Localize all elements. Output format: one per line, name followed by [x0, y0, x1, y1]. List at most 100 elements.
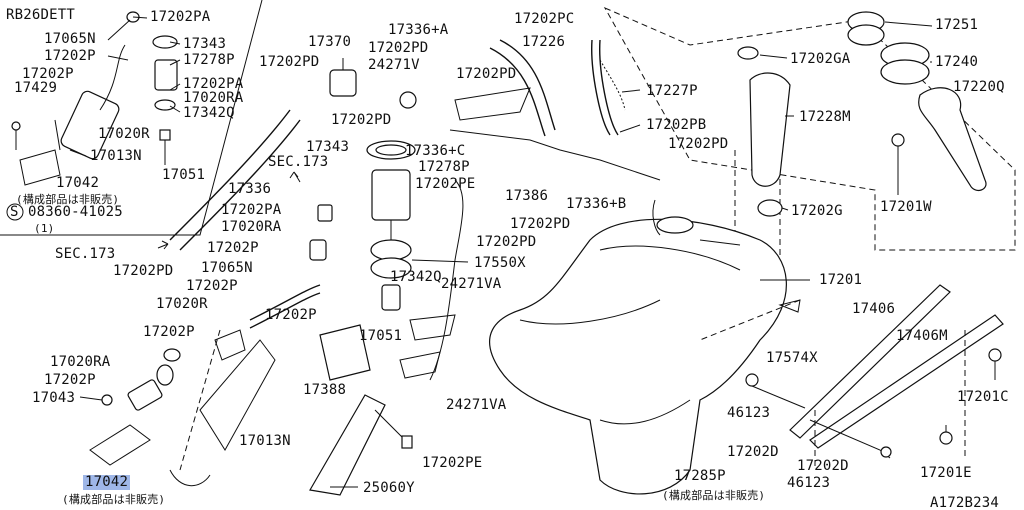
part-label-rb-17202p[interactable]: 17202P	[44, 48, 96, 64]
part-label-rb-17020ra[interactable]: 17020RA	[183, 90, 244, 106]
part-label-m-17227p[interactable]: 17227P	[646, 83, 698, 99]
part-label-r-46123-2[interactable]: 46123	[787, 475, 831, 491]
bolt-symbol-circle	[6, 203, 24, 221]
filler-neck	[737, 11, 987, 217]
part-label-r-17202d[interactable]: 17202D	[727, 444, 779, 460]
part-label-m-17202pa[interactable]: 17202PA	[221, 202, 282, 218]
part-label-rb-17051[interactable]: 17051	[162, 167, 206, 183]
part-label-m-sec173[interactable]: SEC.173	[268, 154, 329, 170]
part-label-m-17202pd-2[interactable]: 17202PD	[368, 40, 429, 56]
part-label-r-17285p[interactable]: 17285P	[674, 468, 726, 484]
part-label-m-17202pb[interactable]: 17202PB	[646, 117, 707, 133]
part-label-m-sec173-2[interactable]: SEC.173	[55, 246, 116, 262]
part-label-b-17202p-2[interactable]: 17202P	[44, 372, 96, 388]
part-label-m-17386[interactable]: 17386	[505, 188, 549, 204]
left-fittings	[89, 204, 333, 487]
part-label-m-17202pd-3[interactable]: 17202PD	[456, 66, 517, 82]
part-label-b-17013n[interactable]: 17013N	[239, 433, 291, 449]
hoses	[169, 39, 661, 381]
part-label-m-17020r[interactable]: 17020R	[156, 296, 208, 312]
part-label-rb-17278p[interactable]: 17278P	[183, 52, 235, 68]
sec-arrow-2	[157, 240, 169, 250]
part-label-r-17201c[interactable]: 17201C	[957, 389, 1009, 405]
not-sold-note-1: (構成部品は非販売)	[62, 493, 166, 506]
part-label-r-17201w[interactable]: 17201W	[880, 199, 932, 215]
part-label-rb-17202pa[interactable]: 17202PA	[150, 9, 211, 25]
part-label-b-17202p[interactable]: 17202P	[143, 324, 195, 340]
part-label-r-17406[interactable]: 17406	[852, 301, 896, 317]
part-label-m-17336b[interactable]: 17336+B	[566, 196, 627, 212]
part-label-r-17406m[interactable]: 17406M	[896, 328, 948, 344]
part-label-m-17202pd-7[interactable]: 17202PD	[476, 234, 537, 250]
not-sold-note-2: (構成部品は非販売)	[662, 489, 766, 502]
section-title: RB26DETT	[6, 7, 76, 23]
part-label-m-17202pd[interactable]: 17202PD	[259, 54, 320, 70]
part-label-rb-17042[interactable]: 17042	[56, 175, 100, 191]
not-sold-note-3: (構成部品は非販売)	[16, 193, 120, 206]
part-label-m-17550x[interactable]: 17550X	[474, 255, 526, 271]
part-label-m-17202pd-6[interactable]: 17202PD	[510, 216, 571, 232]
part-label-b-25060y[interactable]: 25060Y	[363, 480, 415, 496]
part-label-m-17336c[interactable]: 17336+C	[405, 143, 466, 159]
bolt-symbol: S	[10, 204, 19, 220]
part-label-m-17336a[interactable]: 17336+A	[388, 22, 449, 38]
part-label-rb-17342q[interactable]: 17342Q	[183, 105, 235, 121]
bolt-qty: (1)	[34, 222, 55, 235]
part-label-m-17202pd-8[interactable]: 17202PD	[113, 263, 174, 279]
part-label-r-17202ga[interactable]: 17202GA	[790, 51, 851, 67]
part-label-m-17202pc[interactable]: 17202PC	[514, 11, 575, 27]
part-label-rb-17429[interactable]: 17429	[14, 80, 58, 96]
part-label-rb-17065n[interactable]: 17065N	[44, 31, 96, 47]
part-label-m-17202pe[interactable]: 17202PE	[415, 176, 476, 192]
pump-module	[366, 140, 416, 311]
fuel-tank	[489, 199, 787, 495]
part-label-rb-17020r[interactable]: 17020R	[98, 126, 150, 142]
part-label-rb-17202p-2[interactable]: 17202P	[22, 66, 74, 82]
part-label-b-24271va[interactable]: 24271VA	[446, 397, 507, 413]
part-label-m-17202p-3[interactable]: 17202P	[265, 307, 317, 323]
part-label-rb-17202pa-2[interactable]: 17202PA	[183, 76, 244, 92]
part-label-rb-17013n[interactable]: 17013N	[90, 148, 142, 164]
leader-lines	[69, 16, 933, 488]
part-label-r-17251[interactable]: 17251	[935, 17, 979, 33]
part-label-m-17202pd-4[interactable]: 17202PD	[331, 112, 392, 128]
part-label-m-17202pd-5[interactable]: 17202PD	[668, 136, 729, 152]
part-label-m-17336[interactable]: 17336	[228, 181, 272, 197]
part-label-r-17202g[interactable]: 17202G	[791, 203, 843, 219]
part-label-r-17201[interactable]: 17201	[819, 272, 863, 288]
part-label-b-17388[interactable]: 17388	[303, 382, 347, 398]
part-label-b-17043[interactable]: 17043	[32, 390, 76, 406]
part-label-r-46123[interactable]: 46123	[727, 405, 771, 421]
part-label-m-17065n[interactable]: 17065N	[201, 260, 253, 276]
sec-arrow-1	[289, 171, 301, 183]
part-label-b-17020ra[interactable]: 17020RA	[50, 354, 111, 370]
part-label-m-17202p-2[interactable]: 17202P	[186, 278, 238, 294]
part-label-b-17202pe[interactable]: 17202PE	[422, 455, 483, 471]
part-label-r-17574x[interactable]: 17574X	[766, 350, 818, 366]
figure-code: A172B234	[930, 495, 1000, 510]
part-label-m-24271v[interactable]: 24271V	[368, 57, 420, 73]
part-label-r-17220q[interactable]: 17220Q	[953, 79, 1005, 95]
part-label-m-17370[interactable]: 17370	[308, 34, 352, 50]
part-label-r-17228m[interactable]: 17228M	[799, 109, 851, 125]
part-label-m-17202p[interactable]: 17202P	[207, 240, 259, 256]
part-label-r-17240[interactable]: 17240	[935, 54, 979, 70]
part-label-m-17342q[interactable]: 17342Q	[390, 269, 442, 285]
part-label-m-24271va[interactable]: 24271VA	[441, 276, 502, 292]
bolt-part-number[interactable]: 08360-41025	[28, 204, 123, 220]
part-label-m-17051[interactable]: 17051	[359, 328, 403, 344]
sender-unit	[309, 314, 456, 496]
tank-straps	[745, 284, 1004, 459]
part-label-r-17202d-2[interactable]: 17202D	[797, 458, 849, 474]
part-label-m-17343[interactable]: 17343	[306, 139, 350, 155]
dashed-leaders	[179, 299, 966, 471]
highlighted-part-label[interactable]: 17042	[83, 474, 131, 490]
part-label-rb-17343[interactable]: 17343	[183, 36, 227, 52]
part-label-m-17278p[interactable]: 17278P	[418, 159, 470, 175]
part-label-m-17020ra[interactable]: 17020RA	[221, 219, 282, 235]
inset-frame	[0, 0, 263, 236]
part-label-m-17226[interactable]: 17226	[522, 34, 566, 50]
part-label-r-17201e[interactable]: 17201E	[920, 465, 972, 481]
